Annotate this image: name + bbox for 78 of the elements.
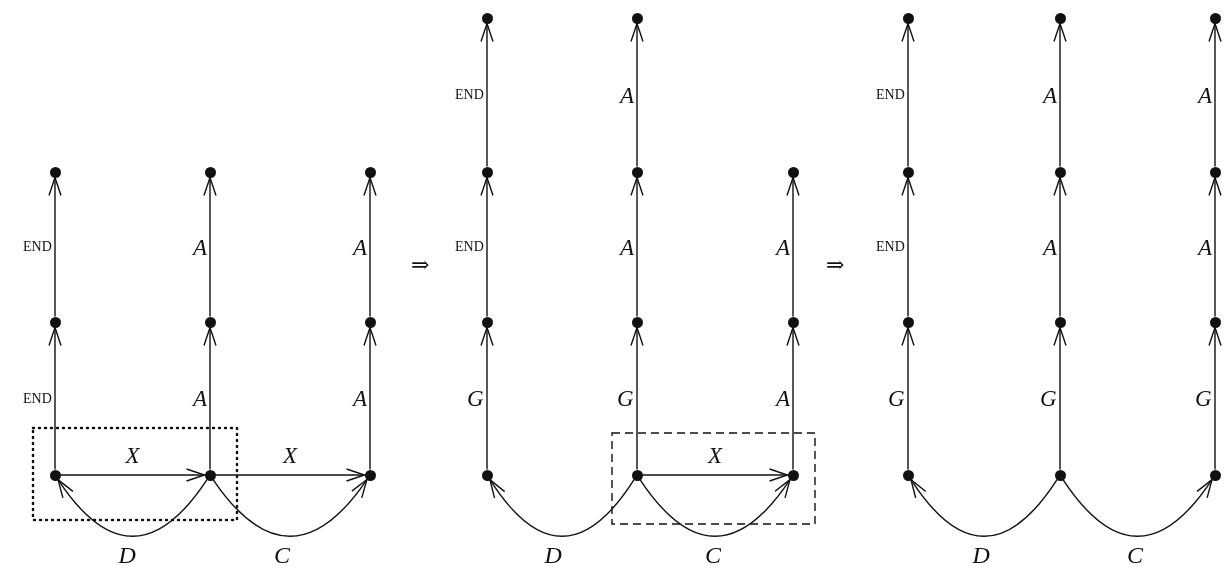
- curved-arrow: [1062, 478, 1213, 537]
- curve-label: D: [972, 543, 990, 567]
- vertex-dot: [481, 316, 493, 328]
- arrow: [1208, 176, 1222, 318]
- arrow: [901, 326, 915, 471]
- vertex-dot: [204, 316, 216, 328]
- vertex-dot: [204, 469, 216, 481]
- arrow: [203, 326, 217, 471]
- vertex-dot: [902, 469, 914, 481]
- arrow: [901, 176, 915, 318]
- edge-label: END: [454, 240, 485, 254]
- arrow: [480, 326, 494, 471]
- curved-arrow: [212, 478, 368, 537]
- arrow: [786, 176, 800, 318]
- arrow: [901, 22, 915, 168]
- vertex-dot: [631, 166, 643, 178]
- vertex-dot: [481, 166, 493, 178]
- arrow: [480, 176, 494, 318]
- vertex-dot: [631, 469, 643, 481]
- vertex-dot: [481, 469, 493, 481]
- vertex-dot: [787, 316, 799, 328]
- edge-label: END: [454, 88, 485, 102]
- arrow: [203, 176, 217, 318]
- curved-arrow: [910, 478, 1058, 537]
- arrow: [363, 326, 377, 471]
- arrow: [1053, 176, 1067, 318]
- vertex-dot: [49, 316, 61, 328]
- curve-label: C: [705, 543, 721, 567]
- arrow: [1208, 326, 1222, 471]
- vertex-dot: [364, 316, 376, 328]
- rewrite-arrow-symbol: ⇒: [826, 254, 845, 276]
- vertex-dot: [49, 469, 61, 481]
- arrow: [480, 22, 494, 168]
- vertex-dot: [1209, 469, 1221, 481]
- edge-label: END: [875, 240, 906, 254]
- arrow: [630, 22, 644, 168]
- arrow: [1208, 22, 1222, 168]
- vertex-dot: [1209, 166, 1221, 178]
- vertex-dot: [364, 166, 376, 178]
- edge-label: END: [22, 391, 53, 406]
- edge-label: END: [875, 88, 906, 102]
- vertex-dot: [902, 316, 914, 328]
- vertex-dot: [631, 316, 643, 328]
- curved-arrow: [489, 478, 635, 538]
- vertex-dot: [481, 12, 493, 24]
- vertex-dot: [1209, 316, 1221, 328]
- vertex-dot: [902, 166, 914, 178]
- vertex-dot: [1054, 12, 1066, 24]
- edge-label: END: [22, 240, 53, 254]
- vertex-dot: [49, 166, 61, 178]
- vertex-dot: [1209, 12, 1221, 24]
- arrow: [363, 176, 377, 318]
- arrow: [641, 468, 789, 482]
- vertex-dot: [631, 12, 643, 24]
- arrow: [1053, 326, 1067, 471]
- arrow: [48, 176, 62, 318]
- arrow: [1053, 22, 1067, 168]
- vertex-dot: [204, 166, 216, 178]
- arrow: [59, 468, 206, 482]
- arrow: [48, 326, 62, 471]
- curve-label: C: [274, 543, 290, 567]
- arrow: [214, 468, 366, 482]
- vertex-dot: [1054, 469, 1066, 481]
- vertex-dot: [1054, 166, 1066, 178]
- vertex-dot: [787, 469, 799, 481]
- vertex-dot: [902, 12, 914, 24]
- vertex-dot: [787, 166, 799, 178]
- curved-arrow: [639, 478, 791, 537]
- curve-label: D: [544, 543, 562, 567]
- curve-label: D: [118, 543, 136, 567]
- arrow: [630, 326, 644, 471]
- vertex-dot: [364, 469, 376, 481]
- arrow: [786, 326, 800, 471]
- rewrite-arrow-symbol: ⇒: [411, 254, 430, 276]
- vertex-dot: [1054, 316, 1066, 328]
- arrow: [630, 176, 644, 318]
- curve-label: C: [1127, 543, 1143, 567]
- curved-arrow: [57, 478, 208, 537]
